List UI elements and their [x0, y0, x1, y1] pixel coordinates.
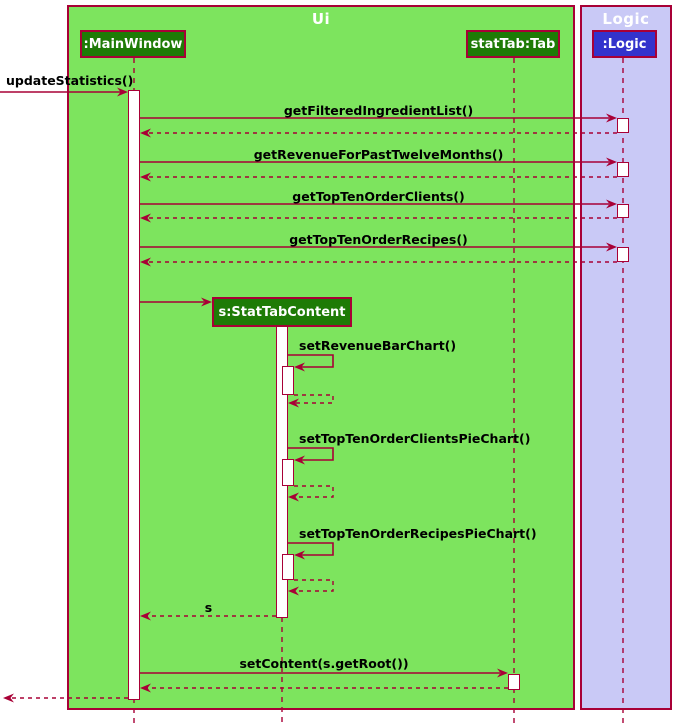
- arrowheads: [3, 87, 617, 703]
- message-get-top-ten-order-recipes: getTopTenOrderRecipes(): [289, 232, 468, 247]
- message-set-content: setContent(s.getRoot()): [239, 656, 409, 671]
- message-set-recipes-pie-chart: setTopTenOrderRecipesPieChart(): [299, 526, 537, 541]
- frame-ui-title: Ui: [311, 10, 331, 28]
- activation-set-recipes-pie-chart: [282, 554, 294, 580]
- message-return-s: s: [204, 600, 213, 615]
- activation-logic-3: [617, 204, 629, 218]
- call-lines: [0, 91, 609, 674]
- activation-set-revenue-bar-chart: [282, 366, 294, 395]
- message-get-filtered-ingredient-list: getFilteredIngredientList(): [283, 103, 474, 118]
- activation-main-window: [128, 90, 140, 700]
- activation-logic-1: [617, 118, 629, 133]
- arrow-self-set-recipes-pie-chart: [288, 542, 334, 556]
- message-set-revenue-bar-chart: setRevenueBarChart(): [299, 338, 457, 353]
- return-self-set-clients-pie-chart: [294, 485, 334, 498]
- participant-logic-label: :Logic: [602, 36, 647, 52]
- return-lines: [10, 132, 617, 699]
- activation-logic-4: [617, 247, 629, 262]
- message-get-revenue: getRevenueForPastTwelveMonths(): [253, 147, 504, 162]
- activation-set-clients-pie-chart: [282, 459, 294, 486]
- activation-logic-2: [617, 162, 629, 177]
- participant-main-window-label: :MainWindow: [83, 36, 183, 52]
- participant-stat-tab-label: statTab:Tab: [470, 36, 556, 52]
- participant-main-window: :MainWindow: [80, 30, 186, 58]
- frame-logic: Logic: [580, 5, 672, 710]
- frame-logic-title: Logic: [602, 10, 650, 28]
- activation-stat-tab: [508, 674, 520, 690]
- participant-stat-tab-content: s:StatTabContent: [212, 297, 352, 327]
- participant-stat-tab: statTab:Tab: [466, 30, 560, 58]
- message-set-clients-pie-chart: setTopTenOrderClientsPieChart(): [299, 431, 531, 446]
- return-self-set-recipes-pie-chart: [294, 579, 334, 592]
- message-get-top-ten-order-clients: getTopTenOrderClients(): [292, 189, 465, 204]
- frame-ui: Ui: [67, 5, 575, 710]
- participant-stat-tab-content-label: s:StatTabContent: [218, 304, 346, 320]
- participant-logic: :Logic: [592, 30, 657, 58]
- return-self-set-revenue-bar-chart: [294, 394, 334, 404]
- arrow-self-set-clients-pie-chart: [288, 447, 334, 461]
- arrow-self-set-revenue-bar-chart: [288, 354, 334, 368]
- message-update-statistics: updateStatistics(): [6, 73, 134, 88]
